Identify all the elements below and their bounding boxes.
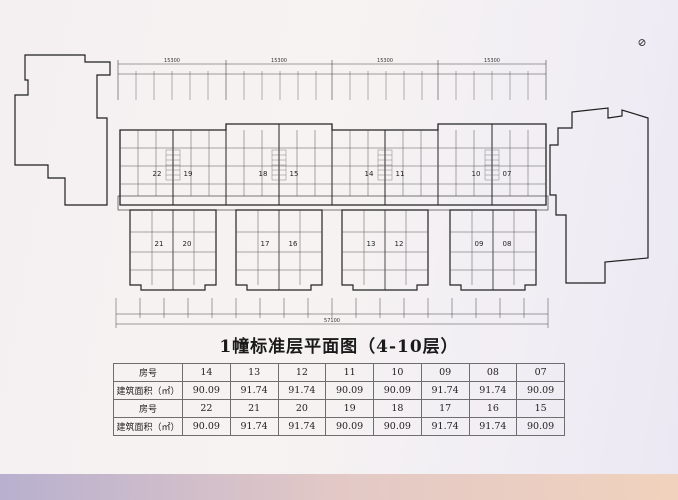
dimension-label: 15300 [164, 58, 180, 64]
bottom-color-band [0, 474, 678, 500]
unit-label: 10 [472, 170, 481, 178]
top-dimension-chain [117, 60, 547, 100]
table-cell: 91.74 [277, 381, 327, 400]
unit-label: 21 [155, 240, 164, 248]
table-cell: 90.09 [516, 417, 565, 436]
table-cell: 10 [373, 363, 422, 382]
table-cell: 90.09 [373, 417, 422, 436]
main-building [117, 123, 549, 291]
row-header: 房号 [113, 399, 183, 418]
floor-plan-drawing: 15300 15300 15300 15300 [14, 54, 649, 328]
table-cell: 90.09 [516, 381, 565, 400]
unit-label: 19 [184, 170, 193, 178]
left-building-outline [14, 54, 111, 206]
table-cell: 91.74 [420, 381, 470, 400]
table-cell: 19 [325, 399, 374, 418]
unit-label: 12 [395, 240, 404, 248]
table-cell: 90.09 [182, 381, 231, 400]
unit-label: 22 [153, 170, 162, 178]
table-cell: 21 [229, 399, 279, 418]
plan-title: 1幢标准层平面图（4-10层） [219, 337, 459, 357]
table-cell: 18 [373, 399, 422, 418]
dimension-label: 15300 [377, 58, 393, 64]
unit-label: 07 [503, 170, 512, 178]
unit-label: 13 [367, 240, 376, 248]
unit-label: 18 [259, 170, 268, 178]
dimension-label: 15300 [484, 58, 500, 64]
table-cell: 90.09 [373, 381, 422, 400]
row-header: 建筑面积（㎡） [113, 381, 183, 400]
table-cell: 91.74 [420, 417, 470, 436]
table-cell: 16 [468, 399, 518, 418]
table-cell: 17 [420, 399, 470, 418]
row-header: 房号 [113, 363, 183, 382]
table-cell: 90.09 [325, 381, 374, 400]
unit-label: 14 [365, 170, 374, 178]
table-cell: 90.09 [182, 417, 231, 436]
table-cell: 91.74 [468, 381, 518, 400]
row-header: 建筑面积（㎡） [113, 417, 183, 436]
unit-label: 15 [290, 170, 299, 178]
unit-label: 20 [183, 240, 192, 248]
bottom-dimension-chain [115, 298, 549, 328]
unit-labels-north: 22 19 18 15 14 11 10 07 [153, 170, 512, 178]
table-cell: 11 [325, 363, 374, 382]
unit-label: 09 [475, 240, 484, 248]
unit-label: 16 [289, 240, 298, 248]
table-cell: 90.09 [325, 417, 374, 436]
table-cell: 15 [516, 399, 565, 418]
unit-label: 17 [261, 240, 270, 248]
table-cell: 13 [229, 363, 279, 382]
dimension-label: 15300 [271, 58, 287, 64]
table-cell: 09 [420, 363, 470, 382]
table-cell: 91.74 [229, 417, 279, 436]
unit-labels-south: 21 20 17 16 13 12 09 08 [155, 240, 512, 248]
table-cell: 20 [277, 399, 327, 418]
bottom-total-dimension: 57100 [324, 318, 340, 324]
table-cell: 91.74 [229, 381, 279, 400]
top-dimension-labels: 15300 15300 15300 15300 [164, 58, 500, 64]
north-arrow-icon: ⊘ [637, 36, 647, 49]
table-cell: 12 [277, 363, 327, 382]
unit-label: 11 [396, 170, 405, 178]
table-cell: 91.74 [277, 417, 327, 436]
table-cell: 08 [468, 363, 518, 382]
table-cell: 22 [182, 399, 231, 418]
table-cell: 07 [516, 363, 565, 382]
table-cell: 14 [182, 363, 231, 382]
unit-label: 08 [503, 240, 512, 248]
table-cell: 91.74 [468, 417, 518, 436]
right-building-outline [549, 107, 649, 284]
